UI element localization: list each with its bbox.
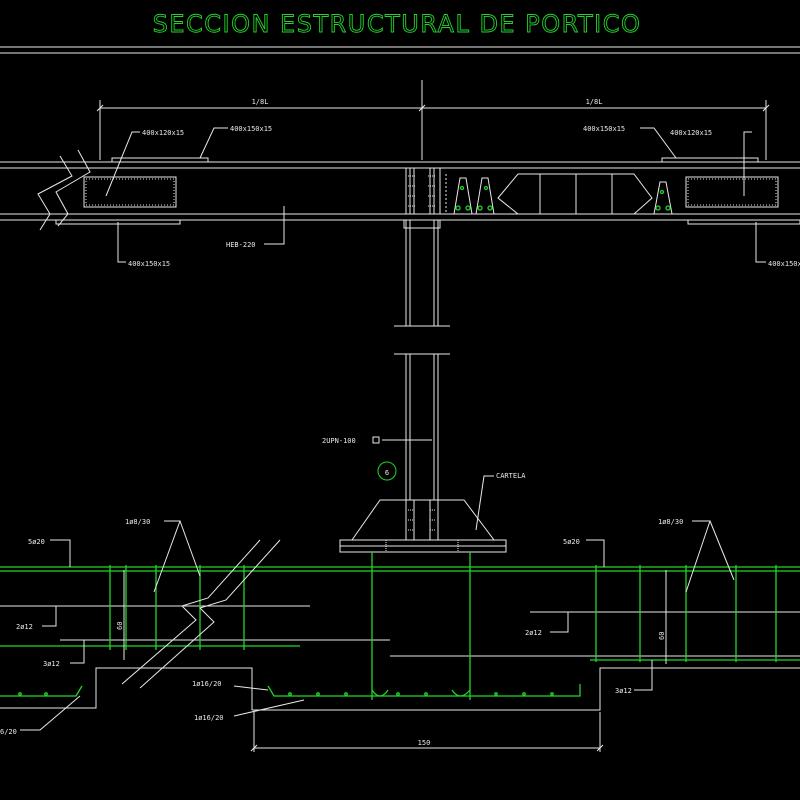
foundation-outline bbox=[0, 667, 800, 711]
section-square-icon bbox=[372, 436, 380, 444]
footing-bar-label-left: 6/20 bbox=[0, 728, 17, 736]
rebar-label-mid-left: 2ø12 bbox=[16, 623, 33, 631]
footing-width-label: 150 bbox=[418, 739, 431, 747]
gusset-label: CARTELA bbox=[496, 472, 526, 480]
rebar-leaders bbox=[20, 520, 735, 731]
column-base-plate bbox=[339, 499, 507, 553]
detail-marker-circle bbox=[377, 461, 397, 481]
rebar-label-low-right: 3ø12 bbox=[615, 687, 632, 695]
hollow-core-slab bbox=[445, 173, 673, 215]
span-right-label: 1/8L bbox=[586, 98, 603, 106]
plate-label-top-left-b: 400x150x15 bbox=[230, 125, 272, 133]
beam-column-joint bbox=[405, 167, 441, 215]
plate-label-bottom-left: 400x150x15 bbox=[128, 260, 170, 268]
foundation-beam-reinforcement bbox=[0, 552, 800, 700]
rebar-label-top-left: 5ø20 bbox=[28, 538, 45, 546]
beam-profile-label: HEB-220 bbox=[226, 241, 256, 249]
beam-break-symbol bbox=[37, 149, 91, 231]
plate-leaders bbox=[105, 127, 766, 263]
span-dimension: 1/8L 1/8L bbox=[96, 80, 770, 160]
drawing-title: SECCION ESTRUCTURAL DE PORTICO bbox=[153, 10, 642, 38]
footing-bar-label-b: 1ø16/20 bbox=[194, 714, 224, 722]
footing-bar-label-a: 1ø16/20 bbox=[192, 680, 222, 688]
rebar-label-top-right: 5ø20 bbox=[563, 538, 580, 546]
footing-width-dimension: 150 bbox=[250, 712, 604, 752]
column bbox=[394, 219, 450, 500]
depth-dimension-left: 60 bbox=[116, 570, 125, 660]
detail-marker-label: 6 bbox=[385, 469, 389, 477]
rebar-label-low-left: 3ø12 bbox=[43, 660, 60, 668]
depth-dimension-right: 60 bbox=[658, 570, 667, 664]
plate-label-top-left-a: 400x120x15 bbox=[142, 129, 184, 137]
column-profile-label: 2UPN-100 bbox=[322, 437, 356, 445]
gusset-leader bbox=[475, 475, 494, 531]
depth-left-label: 60 bbox=[116, 622, 124, 630]
rebar-label-mid-right: 2ø12 bbox=[525, 629, 542, 637]
beam-profile-leader bbox=[264, 206, 285, 245]
depth-right-label: 60 bbox=[658, 632, 666, 640]
stirrup-label-left: 1ø8/30 bbox=[125, 518, 150, 526]
plate-label-bottom-right: 400x150x15 bbox=[768, 260, 800, 268]
foundation-break-symbol bbox=[121, 539, 281, 689]
upper-beam bbox=[0, 157, 800, 225]
span-left-label: 1/8L bbox=[252, 98, 269, 106]
plate-label-top-right-a: 400x150x15 bbox=[583, 125, 625, 133]
embedded-steel-box-left bbox=[83, 176, 177, 208]
stirrup-label-right: 1ø8/30 bbox=[658, 518, 683, 526]
plate-label-top-right-b: 400x120x15 bbox=[670, 129, 712, 137]
embedded-steel-box-right bbox=[685, 176, 779, 208]
